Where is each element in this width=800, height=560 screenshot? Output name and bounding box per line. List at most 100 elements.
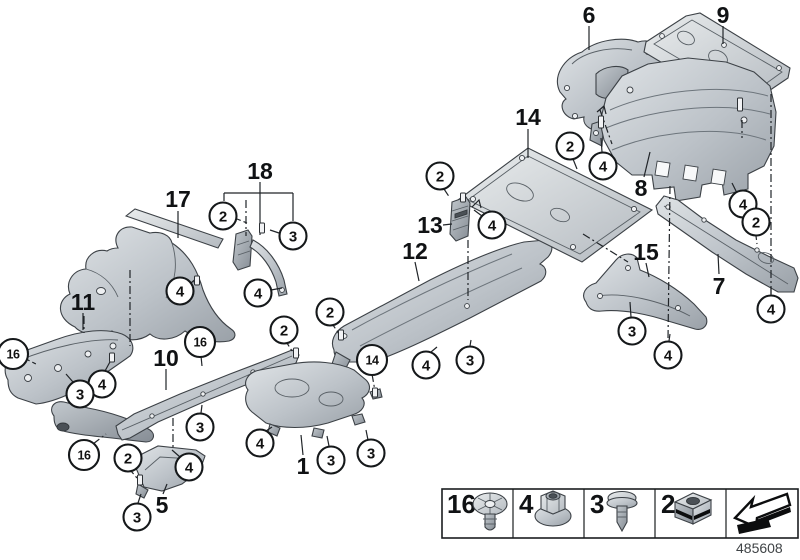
- balloon-2[interactable]: 2: [315, 297, 345, 327]
- svg-text:14: 14: [365, 354, 379, 368]
- svg-text:4: 4: [98, 377, 107, 394]
- balloon-3[interactable]: 3: [122, 502, 152, 532]
- part-15: [583, 253, 708, 330]
- svg-text:4: 4: [739, 197, 748, 214]
- legend-ref-16: 16: [447, 489, 476, 519]
- svg-text:3: 3: [628, 324, 636, 341]
- svg-text:16: 16: [6, 348, 20, 362]
- legend-cell-2[interactable]: 2: [661, 489, 713, 525]
- balloon-4[interactable]: 4: [588, 151, 618, 181]
- balloon-4[interactable]: 4: [243, 278, 273, 308]
- part-label-13[interactable]: 13: [417, 212, 443, 238]
- balloon-3[interactable]: 3: [316, 445, 346, 475]
- legend-cell-3[interactable]: 3: [590, 489, 638, 533]
- balloon-2[interactable]: 2: [425, 161, 455, 191]
- part-label-1[interactable]: 1: [297, 453, 310, 479]
- part-8-body: [599, 57, 777, 202]
- balloon-4[interactable]: 4: [245, 428, 275, 458]
- balloon-4[interactable]: 4: [165, 276, 195, 306]
- part-1: [245, 361, 383, 439]
- balloon-3[interactable]: 3: [185, 412, 215, 442]
- bolt-icon: [109, 352, 115, 363]
- balloon-16[interactable]: 16: [183, 325, 217, 359]
- legend-cell-16[interactable]: 16: [447, 489, 508, 531]
- svg-text:3: 3: [466, 353, 474, 370]
- part-17-fin: [124, 208, 224, 249]
- bolt-icon: [460, 192, 466, 203]
- bolt-icon: [137, 474, 143, 486]
- balloon-4[interactable]: 4: [174, 452, 204, 482]
- part-label-12[interactable]: 12: [402, 238, 428, 264]
- part-label-18[interactable]: 18: [247, 158, 273, 184]
- part-18-clip: [232, 229, 253, 271]
- svg-text:3: 3: [289, 229, 297, 246]
- part-18: [232, 229, 288, 297]
- part-label-14[interactable]: 14: [515, 104, 541, 130]
- balloon-4[interactable]: 4: [411, 350, 441, 380]
- bolt-icon: [372, 387, 378, 398]
- balloon-14[interactable]: 14: [355, 343, 389, 377]
- legend-cell-arrow[interactable]: [732, 492, 792, 534]
- svg-text:2: 2: [124, 451, 132, 468]
- part-label-17[interactable]: 17: [165, 186, 191, 212]
- balloon-16[interactable]: 16: [0, 337, 30, 371]
- part-1-body: [245, 361, 371, 429]
- balloon-2[interactable]: 2: [555, 131, 585, 161]
- svg-text:2: 2: [219, 209, 227, 226]
- legend-ref-4: 4: [519, 489, 534, 519]
- leader-lines-layer: [25, 26, 772, 504]
- svg-text:4: 4: [254, 286, 263, 303]
- part-18-strap: [249, 239, 288, 297]
- svg-text:4: 4: [599, 159, 608, 176]
- bolt-icon: [338, 329, 344, 341]
- balloon-4[interactable]: 4: [477, 210, 507, 240]
- expanding-rivet-icon: [472, 492, 508, 531]
- sheet-metal-screw-icon: [606, 490, 638, 533]
- balloon-4[interactable]: 4: [87, 369, 117, 399]
- part-label-6[interactable]: 6: [583, 2, 596, 28]
- balloon-2[interactable]: 2: [113, 443, 143, 473]
- part-label-9[interactable]: 9: [717, 2, 730, 28]
- svg-text:2: 2: [566, 139, 574, 156]
- balloon-2[interactable]: 2: [208, 201, 238, 231]
- svg-text:3: 3: [133, 510, 141, 527]
- leader-line: [371, 373, 376, 392]
- part-13-body: [449, 196, 471, 242]
- svg-text:4: 4: [422, 358, 431, 375]
- parts-layer: [4, 12, 799, 499]
- balloon-3[interactable]: 3: [65, 379, 95, 409]
- svg-text:3: 3: [367, 446, 375, 463]
- svg-text:16: 16: [193, 336, 207, 350]
- part-14: [456, 147, 654, 263]
- bolt-icon: [598, 115, 604, 129]
- part-label-15[interactable]: 15: [633, 239, 659, 265]
- direction-arrow-icon: [732, 492, 792, 534]
- svg-text:4: 4: [664, 348, 673, 365]
- flange-nut-icon: [534, 490, 572, 527]
- balloon-3[interactable]: 3: [617, 316, 647, 346]
- part-label-11[interactable]: 11: [71, 289, 96, 315]
- svg-text:4: 4: [176, 284, 185, 301]
- balloon-4[interactable]: 4: [756, 294, 786, 324]
- balloon-3[interactable]: 3: [455, 345, 485, 375]
- balloon-3[interactable]: 3: [278, 221, 308, 251]
- balloon-4[interactable]: 4: [653, 340, 683, 370]
- balloon-2[interactable]: 2: [269, 315, 299, 345]
- part-label-10[interactable]: 10: [153, 345, 179, 371]
- balloon-3[interactable]: 3: [356, 438, 386, 468]
- part-label-5[interactable]: 5: [156, 492, 169, 518]
- part-label-7[interactable]: 7: [713, 273, 726, 299]
- part-17: [59, 208, 236, 343]
- part-8: [589, 57, 777, 202]
- part-label-8[interactable]: 8: [635, 175, 648, 201]
- balloon-16[interactable]: 16: [67, 438, 101, 472]
- svg-text:4: 4: [488, 218, 497, 235]
- balloon-2[interactable]: 2: [741, 207, 771, 237]
- fastener-legend: 16 4 3: [441, 488, 799, 539]
- part-14-body: [456, 147, 654, 263]
- legend-cell-4[interactable]: 4: [519, 489, 572, 527]
